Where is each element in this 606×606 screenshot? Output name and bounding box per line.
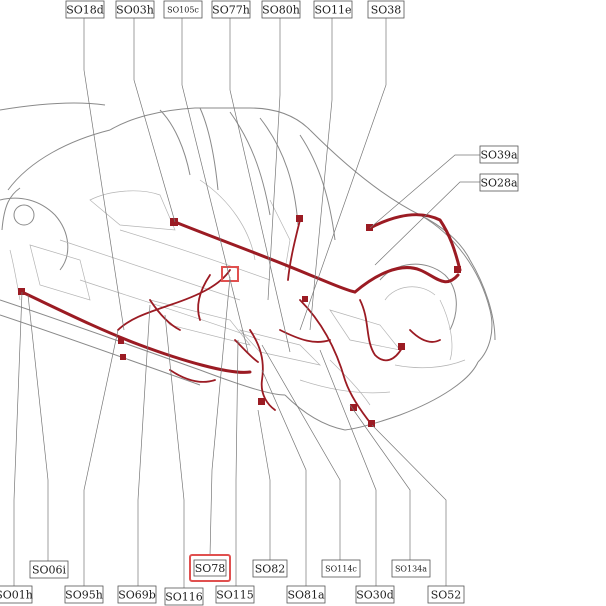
label-SO95h: SO95h (64, 585, 104, 604)
wire-harness (18, 213, 462, 427)
label-SO116: SO116 (164, 587, 204, 606)
label-SO39a: SO39a (479, 145, 519, 164)
label-text: SO38 (371, 4, 402, 17)
label-text: SO105c (167, 6, 199, 15)
label-SO80h: SO80h (261, 0, 301, 19)
label-SO105c: SO105c (163, 0, 203, 19)
label-text: SO69b (118, 589, 156, 602)
label-text: SO81a (287, 589, 325, 602)
label-SO77h: SO77h (211, 0, 251, 19)
label-text: SO116 (165, 591, 203, 604)
label-SO28a: SO28a (479, 173, 519, 192)
label-SO82: SO82 (252, 559, 288, 578)
label-text: SO78 (195, 562, 226, 575)
label-SO38: SO38 (367, 0, 405, 19)
label-text: SO134a (395, 565, 427, 574)
label-text: SO52 (431, 589, 462, 602)
highlighted-connector-marker (221, 266, 239, 282)
vehicle-body-outline (0, 102, 496, 431)
label-text: SO03h (116, 4, 154, 17)
label-SO03h: SO03h (115, 0, 155, 19)
label-SO69b: SO69b (117, 585, 157, 604)
label-SO01h: SO01h (0, 585, 33, 604)
label-text: SO11e (314, 4, 351, 17)
label-text: SO01h (0, 589, 33, 602)
label-SO114c: SO114c (321, 559, 361, 578)
label-SO81a: SO81a (286, 585, 326, 604)
label-SO30d: SO30d (355, 585, 395, 604)
label-SO11e: SO11e (313, 0, 353, 19)
label-text: SO115 (216, 589, 254, 602)
label-SO78: SO78 (189, 554, 231, 582)
label-text: SO30d (356, 589, 394, 602)
label-SO52: SO52 (427, 585, 465, 604)
leader-lines (13, 18, 480, 588)
label-SO18d: SO18d (65, 0, 105, 19)
label-text: SO95h (65, 589, 103, 602)
label-text: SO80h (262, 4, 300, 17)
label-SO134a: SO134a (391, 559, 431, 578)
label-text: SO06i (32, 564, 67, 577)
label-SO06i: SO06i (29, 560, 69, 579)
label-text: SO18d (66, 4, 104, 17)
label-text: SO77h (212, 4, 250, 17)
label-text: SO82 (255, 563, 286, 576)
label-text: SO114c (325, 565, 357, 574)
label-text: SO39a (480, 149, 518, 162)
label-text: SO28a (480, 177, 518, 190)
label-SO115: SO115 (215, 585, 255, 604)
